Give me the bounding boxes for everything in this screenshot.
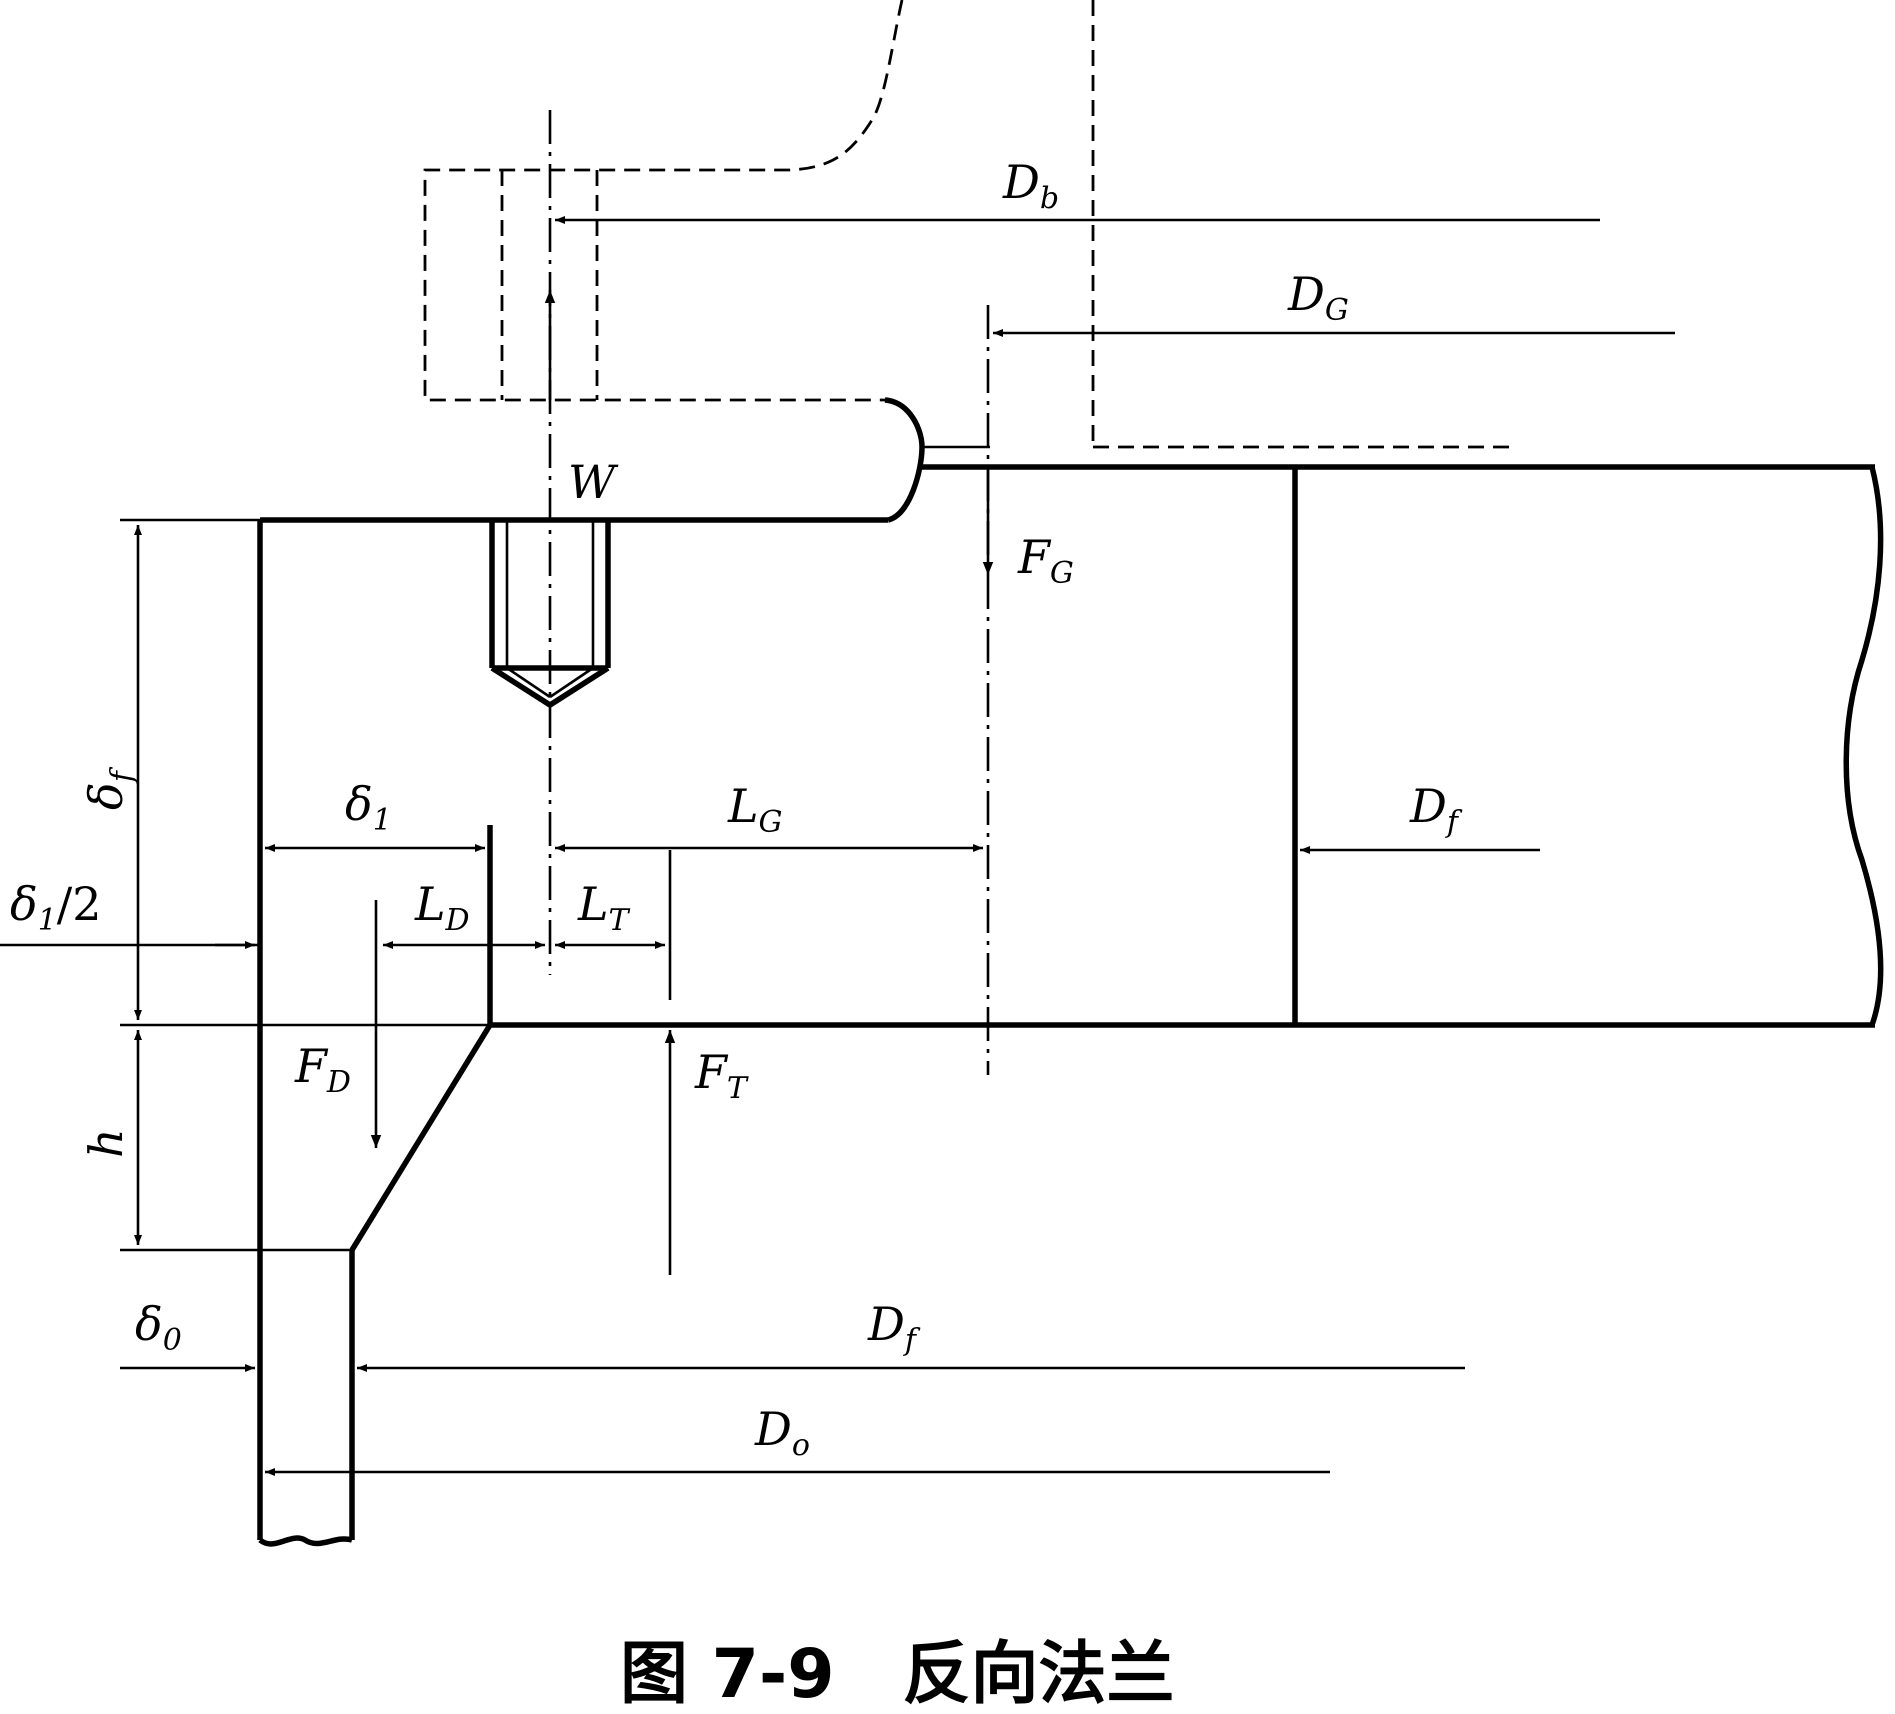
force-arrows [370,290,994,1275]
label-delta-1-half: δ1/2 [10,877,102,938]
label-LG: LG [727,779,783,840]
label-DG: DG [1287,267,1349,328]
label-W: W [568,455,619,509]
dimension-lines [120,216,1675,1476]
label-Db: Db [1002,155,1059,216]
flange-body [257,464,1884,1547]
label-LT: LT [577,877,631,938]
label-Do: Do [754,1402,810,1463]
label-FT: FT [694,1045,749,1106]
figure-caption: 图 7-9 反向法兰 [620,1635,1175,1714]
label-Df-top: Df [1409,779,1463,840]
label-FG: FG [1017,530,1074,591]
label-Df-bottom: Df [867,1297,921,1358]
label-delta-0: δ0 [135,1297,182,1358]
label-delta-1: δ1 [345,777,392,838]
label-FD: FD [294,1039,351,1100]
label-LD: LD [414,877,470,938]
mating-part-outline [423,0,1510,449]
label-h: h [79,1128,133,1158]
gasket [884,397,925,523]
label-delta-f: δf [79,766,140,810]
labels: Db DG W FG δf δ1 LG Df δ1/2 LD LT FD FT … [10,155,1463,1463]
bolt-hole [489,520,611,708]
